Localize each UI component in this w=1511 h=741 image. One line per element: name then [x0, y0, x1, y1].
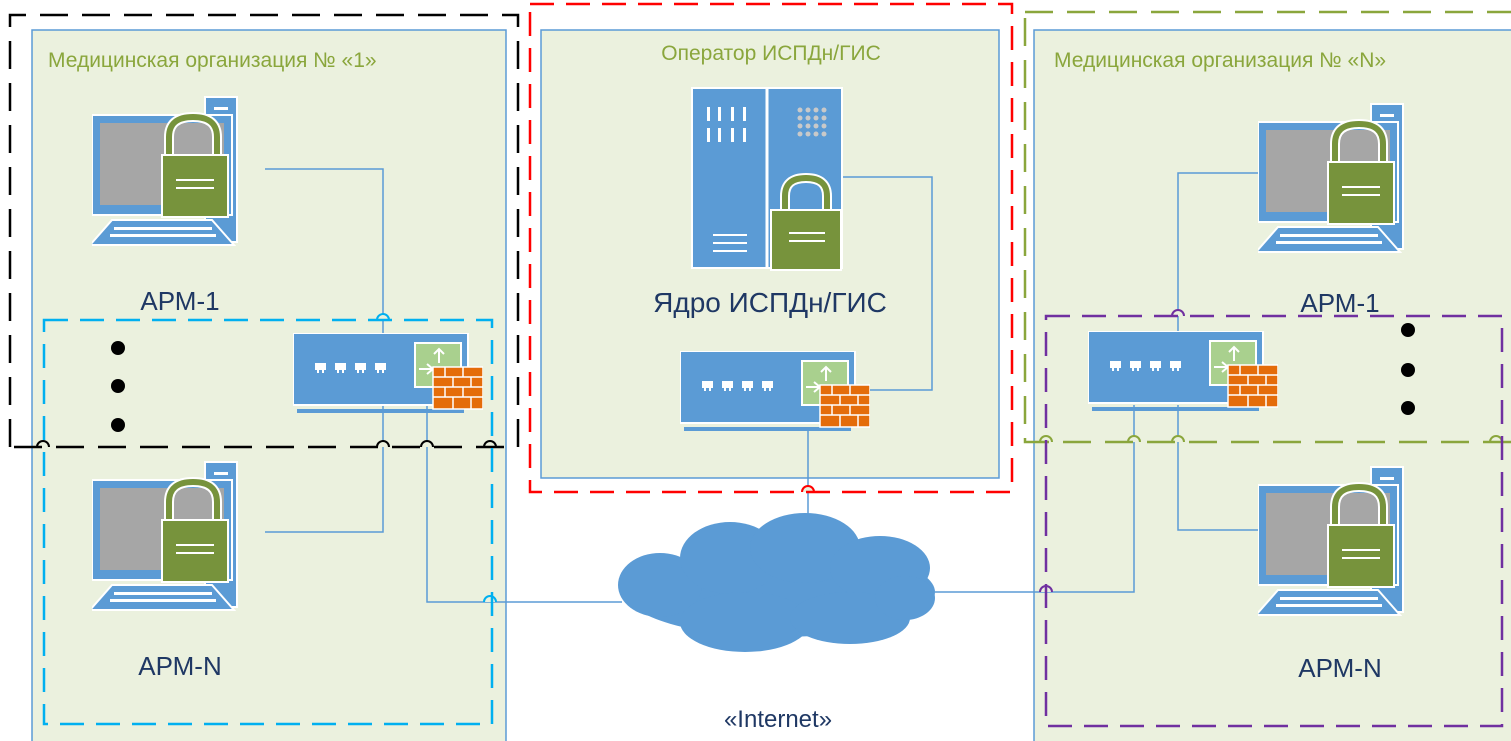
device-label-core: Ядро ИСПДн/ГИС [653, 287, 887, 318]
ellipsis-dots [111, 323, 1415, 432]
lock-icon [770, 172, 842, 271]
zone-title-orgN: Медицинская организация № «N» [1054, 49, 1386, 72]
switch-icon [293, 333, 483, 413]
device-label-orgN-arm1: АРМ-1 [1300, 288, 1379, 318]
computer-icon [90, 462, 237, 610]
link-org1-arm1 [265, 168, 384, 340]
switch-icon [1088, 331, 1278, 411]
device-label-org1-armN: АРМ-N [138, 651, 221, 681]
link-orgN-armN [1177, 405, 1260, 531]
link-orgN-arm1 [1177, 172, 1260, 340]
link-org1-internet [426, 400, 622, 603]
computer-icon [90, 97, 237, 245]
cloud-icon [618, 513, 935, 652]
zone-title-operator: Оператор ИСПДн/ГИС [661, 42, 881, 65]
device-label-orgN-armN: АРМ-N [1298, 653, 1381, 683]
device-label-org1-arm1: АРМ-1 [140, 286, 219, 316]
link-core-switch [843, 176, 933, 391]
network-label: «Internet» [724, 706, 832, 733]
switch-icon [680, 351, 870, 431]
line-hops [36, 309, 1503, 603]
boundary-black [8, 13, 520, 449]
link-orgN-internet [935, 405, 1135, 593]
computer-icon [1256, 104, 1403, 252]
boundary-red [528, 2, 1014, 494]
zone-title-org1: Медицинская организация № «1» [48, 49, 377, 72]
computer-icon [1256, 467, 1403, 615]
boundary-cyan [42, 318, 494, 726]
boundary-purple [1044, 314, 1504, 728]
